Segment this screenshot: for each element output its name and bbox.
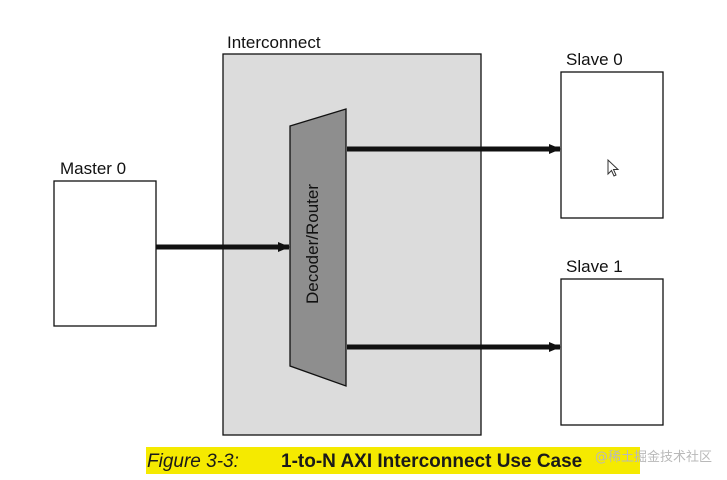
caption-highlight — [146, 447, 640, 474]
caption-prefix: Figure 3-3: — [147, 451, 239, 472]
slave-1-label: Slave 1 — [566, 257, 623, 276]
slave-0-box — [560, 71, 664, 219]
master-0-label: Master 0 — [60, 159, 126, 178]
decoder-router-label: Decoder/Router — [303, 184, 322, 304]
slave-0-label: Slave 0 — [566, 50, 623, 69]
interconnect-label: Interconnect — [227, 33, 321, 52]
mouse-cursor-icon — [607, 158, 620, 177]
decoder-router-block — [289, 108, 347, 387]
watermark-text: @稀土掘金技术社区 — [595, 449, 712, 465]
master-0-box — [53, 180, 157, 327]
caption-title: 1-to-N AXI Interconnect Use Case — [281, 451, 582, 472]
slave-1-box — [560, 278, 664, 426]
